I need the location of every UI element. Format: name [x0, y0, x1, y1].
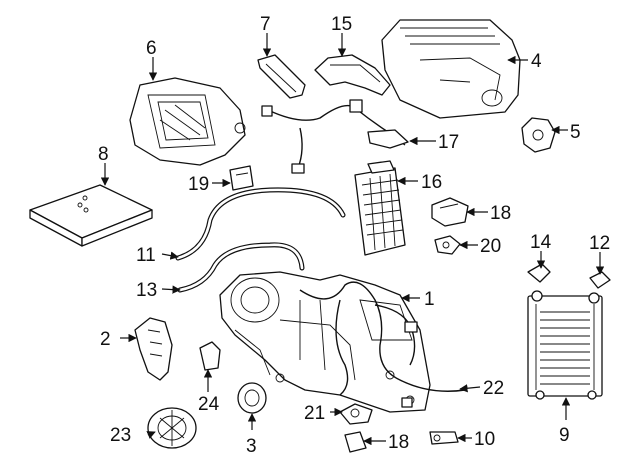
callout-20: 20 — [480, 236, 501, 257]
part-15-duct — [314, 54, 391, 96]
part-7-bracket — [257, 54, 306, 99]
callout-22: 22 — [483, 378, 504, 399]
callout-10: 10 — [474, 429, 495, 450]
part-11-tube — [175, 187, 346, 261]
callout-labels: 1 2 3 4 5 6 7 8 9 10 11 12 13 14 15 16 1… — [98, 14, 610, 457]
callout-6: 6 — [146, 38, 157, 59]
part-9-evaporator — [527, 290, 603, 400]
part-10-sensor — [429, 431, 459, 445]
part-13-tube — [177, 242, 305, 293]
part-8-cabin-filter — [29, 184, 153, 247]
callout-8: 8 — [98, 144, 109, 165]
part-20-sensor — [434, 235, 461, 255]
callout-12: 12 — [589, 233, 610, 254]
part-21-seal — [339, 403, 373, 425]
part-18-block-lower — [344, 431, 367, 453]
callout-13: 13 — [136, 280, 157, 301]
callout-23: 23 — [110, 425, 131, 446]
callout-4: 4 — [531, 51, 542, 72]
callout-2: 2 — [100, 329, 111, 350]
part-18-block-upper — [431, 197, 469, 227]
part-16-core — [354, 160, 406, 256]
part-14-clip — [527, 263, 551, 283]
callout-7: 7 — [260, 14, 271, 35]
callout-5: 5 — [570, 122, 581, 143]
part-22-wiring — [299, 281, 466, 408]
part-3-grommet — [237, 382, 267, 414]
callout-9: 9 — [559, 425, 570, 446]
callout-19: 19 — [188, 174, 209, 195]
part-5-actuator — [521, 117, 556, 153]
part-23-blower-motor — [147, 407, 197, 449]
callout-1: 1 — [424, 289, 435, 310]
callout-18-lower: 18 — [388, 432, 409, 453]
callout-15: 15 — [331, 14, 352, 35]
part-4-upper-case — [381, 19, 521, 119]
part-12-clip — [589, 271, 611, 289]
part-19-module — [229, 165, 254, 191]
callout-14: 14 — [530, 232, 552, 253]
part-6-blower-housing — [129, 77, 246, 166]
part-24-relay — [199, 341, 221, 371]
part-2-resistor — [134, 317, 173, 381]
callout-3: 3 — [246, 436, 257, 457]
leader-lines — [100, 33, 605, 446]
callout-11: 11 — [136, 245, 156, 266]
callout-18-upper: 18 — [490, 203, 511, 224]
callout-17: 17 — [438, 132, 459, 153]
callout-21: 21 — [304, 403, 325, 424]
part-17-wiring-harness — [261, 99, 409, 174]
callout-24: 24 — [198, 394, 220, 415]
callout-16: 16 — [421, 172, 442, 193]
